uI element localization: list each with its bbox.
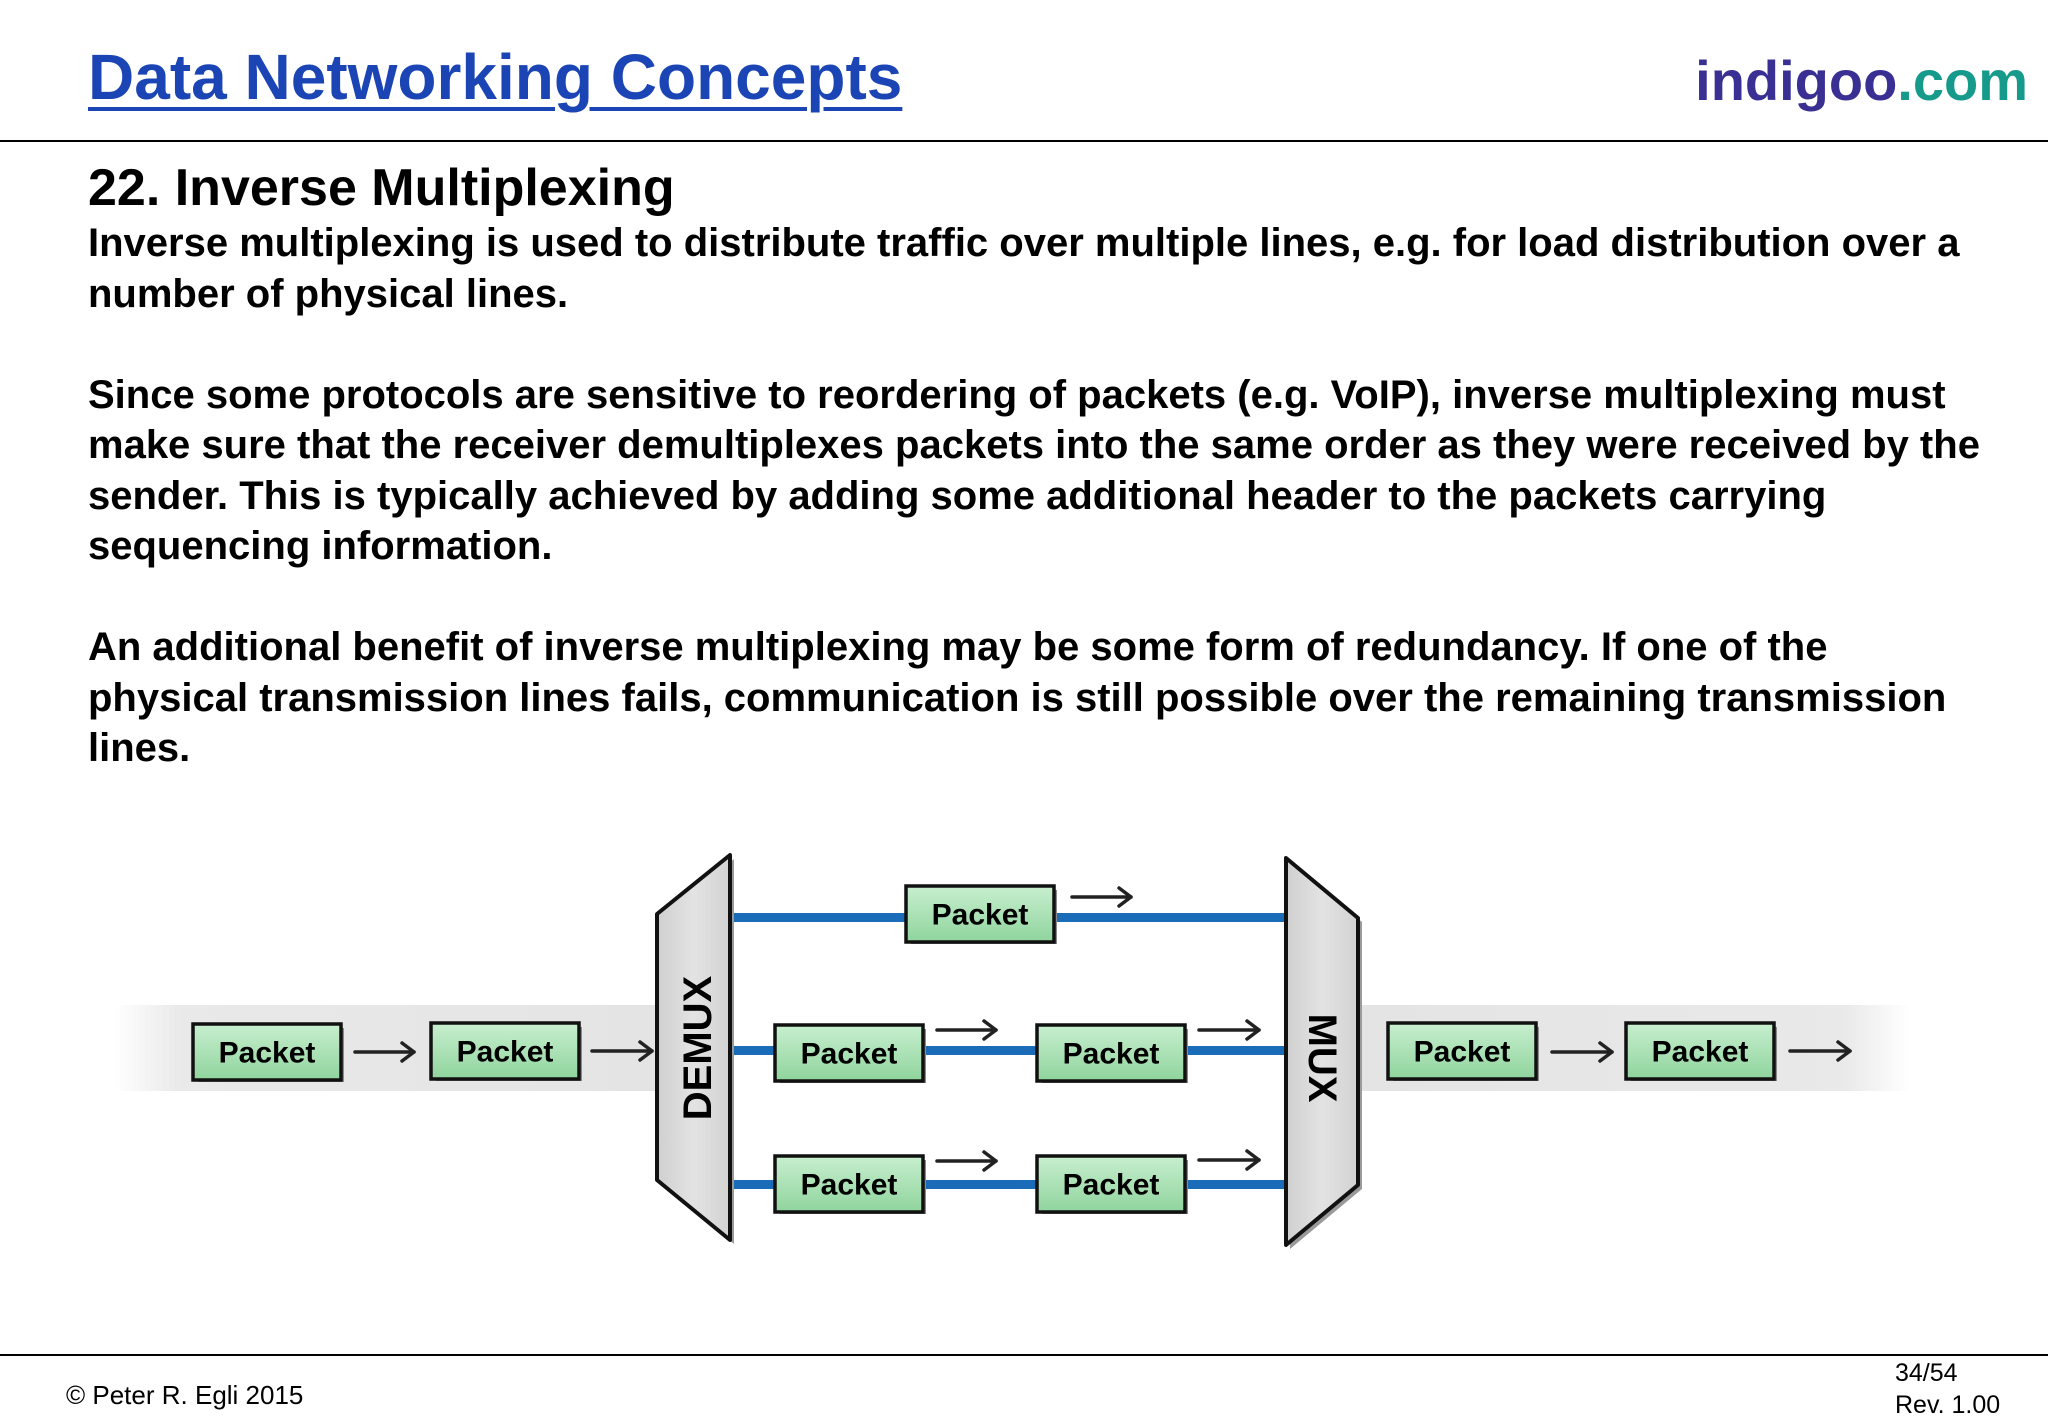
arrow-icon [1788, 1040, 1852, 1062]
packet-box: Packet [1035, 1023, 1188, 1083]
packet-label: Packet [219, 1037, 316, 1070]
paragraph-redundancy: An additional benefit of inverse multipl… [88, 625, 1947, 770]
arrow-icon [1197, 1019, 1261, 1041]
packet-box: Packet [1386, 1021, 1539, 1081]
packet-label: Packet [801, 1038, 898, 1071]
page-info: 34/54 Rev. 1.00 [1895, 1357, 2000, 1421]
paragraph-ordering: Since some protocols are sensitive to re… [88, 372, 1980, 569]
inverse-multiplexing-diagram: DEMUX MUX Packet Packet Packet Packet Pa… [115, 853, 1910, 1249]
arrow-icon [1070, 886, 1133, 908]
packet-box: Packet [773, 1023, 926, 1083]
copyright: © Peter R. Egli 2015 [66, 1380, 304, 1410]
arrow-icon [1550, 1041, 1614, 1063]
packet-label: Packet [801, 1169, 898, 1202]
transmission-line-2 [730, 1046, 1285, 1055]
packet-box: Packet [1624, 1021, 1777, 1081]
arrow-icon [1197, 1149, 1261, 1171]
transmission-line-3 [730, 1180, 1285, 1189]
arrow-icon [935, 1019, 998, 1041]
page-number: 34/54 [1895, 1359, 1958, 1387]
brand-name: indigoo [1695, 49, 1898, 112]
packet-label: Packet [932, 899, 1029, 932]
paragraph-intro: Inverse multiplexing is used to distribu… [88, 221, 1960, 316]
packet-label: Packet [1652, 1036, 1749, 1069]
revision: Rev. 1.00 [1895, 1391, 2001, 1419]
footer-divider [0, 1354, 2048, 1356]
packet-label: Packet [1063, 1038, 1160, 1071]
arrow-icon [590, 1040, 654, 1062]
packet-box: Packet [904, 884, 1057, 944]
packet-box: Packet [429, 1021, 582, 1081]
packet-box: Packet [773, 1154, 926, 1214]
arrow-icon [353, 1041, 416, 1063]
slide-body: Inverse multiplexing is used to distribu… [88, 218, 1988, 824]
course-title: Data Networking Concepts [88, 41, 903, 113]
packet-box: Packet [191, 1022, 344, 1082]
packet-label: Packet [457, 1036, 554, 1069]
demux-device: DEMUX [655, 853, 734, 1244]
packet-box: Packet [1035, 1154, 1188, 1214]
brand-domain: .com [1897, 49, 2028, 112]
packet-label: Packet [1414, 1036, 1511, 1069]
slide-title: 22. Inverse Multiplexing [88, 159, 675, 217]
mux-label: MUX [1300, 1014, 1344, 1103]
brand-logo: indigoo.com [1695, 48, 2028, 113]
packet-label: Packet [1063, 1169, 1160, 1202]
mux-device: MUX [1284, 856, 1362, 1249]
header-divider [0, 140, 2048, 142]
demux-label: DEMUX [676, 975, 720, 1120]
arrow-icon [935, 1150, 998, 1172]
